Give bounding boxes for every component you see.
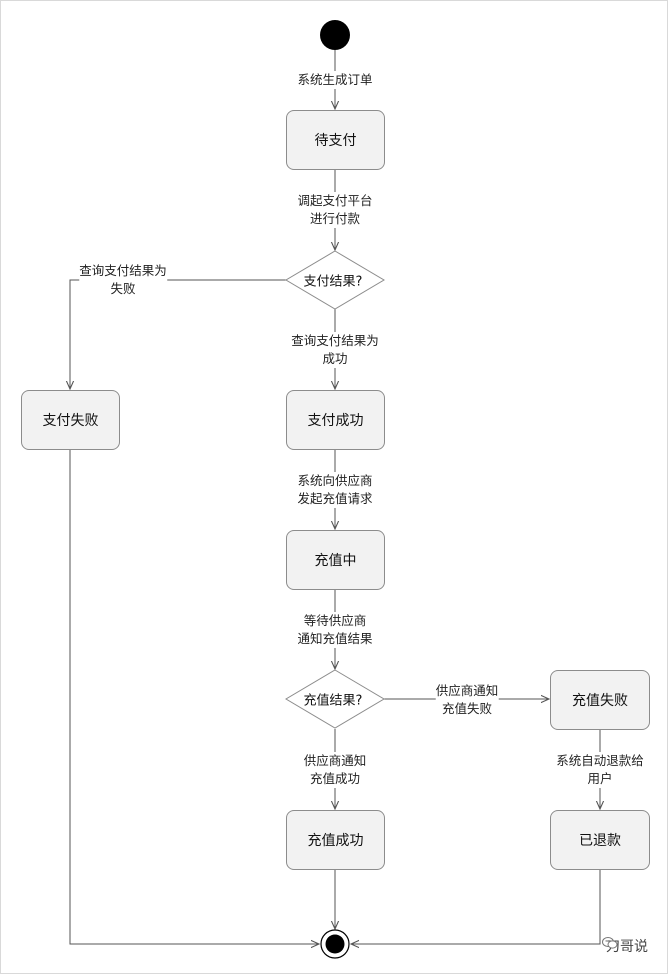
edge-label-line: 失败: [110, 281, 136, 296]
edge-label-query-success: 查询支付结果为 成功: [291, 332, 379, 368]
edge-label-line: 用户: [587, 771, 613, 786]
edge-label-line: 成功: [322, 351, 348, 366]
decision-recharge-result-label: 充值结果?: [303, 693, 363, 709]
node-recharge-success: 充值成功: [286, 810, 385, 870]
node-refunded: 已退款: [550, 810, 650, 870]
edge-label-wait-supplier: 等待供应商 通知充值结果: [297, 612, 373, 648]
node-payment-success: 支付成功: [286, 390, 385, 450]
edge-label-line: 供应商通知: [303, 753, 367, 768]
edge-label-line: 通知充值结果: [297, 631, 373, 646]
edge-label-line: 发起充值请求: [297, 491, 373, 506]
end-node-inner: [325, 934, 345, 954]
edge-label-line: 调起支付平台: [297, 193, 373, 208]
edge-label-line: 充值失败: [441, 701, 493, 716]
edge-decision-to-pay-failed: [70, 279, 286, 389]
edge-refunded-to-end: [351, 869, 601, 944]
edge-label-query-failed: 查询支付结果为 失败: [79, 262, 167, 298]
watermark: 刀哥说: [602, 936, 648, 956]
edge-label-invoke-payment: 调起支付平台 进行付款: [297, 192, 373, 228]
edge-label-line: 系统自动退款给: [556, 753, 644, 768]
edge-label-system-generates-order: 系统生成订单: [297, 71, 373, 89]
node-payment-failed: 支付失败: [21, 390, 120, 450]
edge-label-line: 供应商通知: [435, 683, 499, 698]
edge-label-line: 系统生成订单: [297, 72, 373, 87]
payment-result-diamond: [285, 250, 385, 310]
edge-label-line: 充值成功: [309, 771, 361, 786]
start-node: [320, 20, 350, 50]
edge-pay-failed-to-end: [69, 449, 319, 944]
decision-payment-result-label: 支付结果?: [303, 274, 363, 290]
edge-label-line: 系统向供应商: [297, 473, 373, 488]
edge-label-line: 进行付款: [309, 211, 361, 226]
edge-label-line: 等待供应商: [303, 613, 367, 628]
edge-label-line: 查询支付结果为: [79, 263, 167, 278]
node-recharging: 充值中: [286, 530, 385, 590]
recharge-result-diamond: [285, 669, 385, 729]
edge-label-supplier-notify-success: 供应商通知 充值成功: [303, 752, 367, 788]
node-recharge-failed: 充值失败: [550, 670, 650, 730]
edge-label-supplier-notify-failed: 供应商通知 充值失败: [435, 682, 499, 718]
edge-label-send-recharge-request: 系统向供应商 发起充值请求: [297, 472, 373, 508]
node-pending-payment: 待支付: [286, 110, 385, 170]
edge-label-auto-refund: 系统自动退款给 用户: [556, 752, 644, 788]
edge-label-line: 查询支付结果为: [291, 333, 379, 348]
